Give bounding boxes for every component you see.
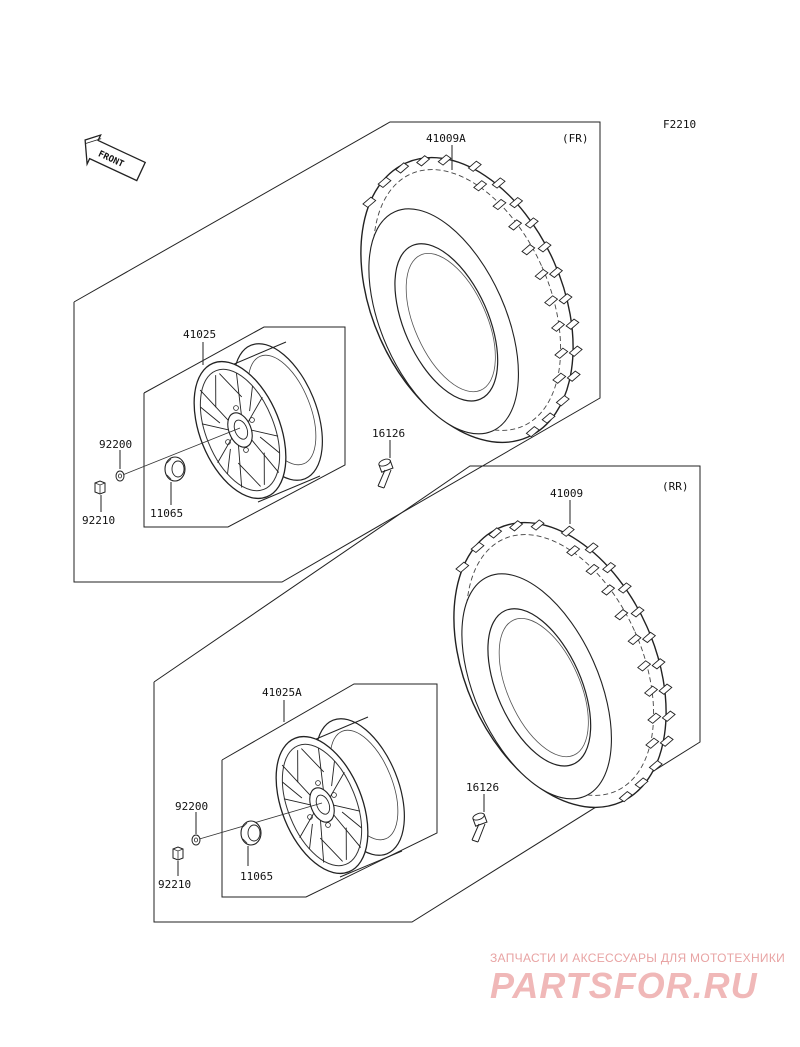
front-tire-part-number: 41009A	[426, 132, 466, 145]
rear-cap-part-number: 11065	[240, 870, 273, 883]
diagram-code: F2210	[663, 118, 696, 131]
rear-tire-part-number: 41009	[550, 487, 583, 500]
front-cap	[164, 456, 186, 482]
rear-wheel	[257, 705, 423, 888]
front-valve	[377, 457, 394, 489]
rear-washer-part-number: 92200	[175, 800, 208, 813]
rear-cap	[240, 820, 262, 846]
rear-section: (RR) 41009 41025A 11065 92200 92210	[153, 465, 712, 923]
front-washer-part-number: 92200	[99, 438, 132, 451]
front-wheel	[175, 330, 341, 513]
rear-tire	[412, 487, 712, 841]
front-washer	[115, 470, 125, 482]
rear-washer	[191, 834, 201, 846]
front-section-frame	[73, 121, 601, 583]
watermark-brand: PARTSFOR.RU	[490, 965, 758, 1006]
front-nut-part-number: 92210	[82, 514, 115, 527]
front-position-label: (FR)	[562, 132, 589, 145]
rear-section-frame	[153, 465, 701, 923]
front-nut	[94, 480, 106, 495]
rear-valve	[471, 811, 488, 843]
front-wheel-frame	[143, 326, 346, 528]
front-section: (FR) 41009A 41025 11065 92200	[73, 121, 619, 583]
front-arrow-icon: FRONT	[84, 133, 147, 182]
front-valve-part-number: 16126	[372, 427, 405, 440]
watermark-tagline: ЗАПЧАСТИ И АКСЕССУАРЫ ДЛЯ МОТОТЕХНИКИ	[490, 951, 785, 965]
front-tire	[319, 122, 619, 476]
rear-wheel-part-number: 41025A	[262, 686, 302, 699]
rear-wheel-frame	[221, 683, 438, 898]
rear-nut-part-number: 92210	[158, 878, 191, 891]
front-wheel-part-number: 41025	[183, 328, 216, 341]
front-cap-part-number: 11065	[150, 507, 183, 520]
rear-position-label: (RR)	[662, 480, 689, 493]
watermark: ЗАПЧАСТИ И АКСЕССУАРЫ ДЛЯ МОТОТЕХНИКИ PA…	[490, 951, 785, 1006]
rear-valve-part-number: 16126	[466, 781, 499, 794]
rear-nut	[172, 846, 184, 861]
